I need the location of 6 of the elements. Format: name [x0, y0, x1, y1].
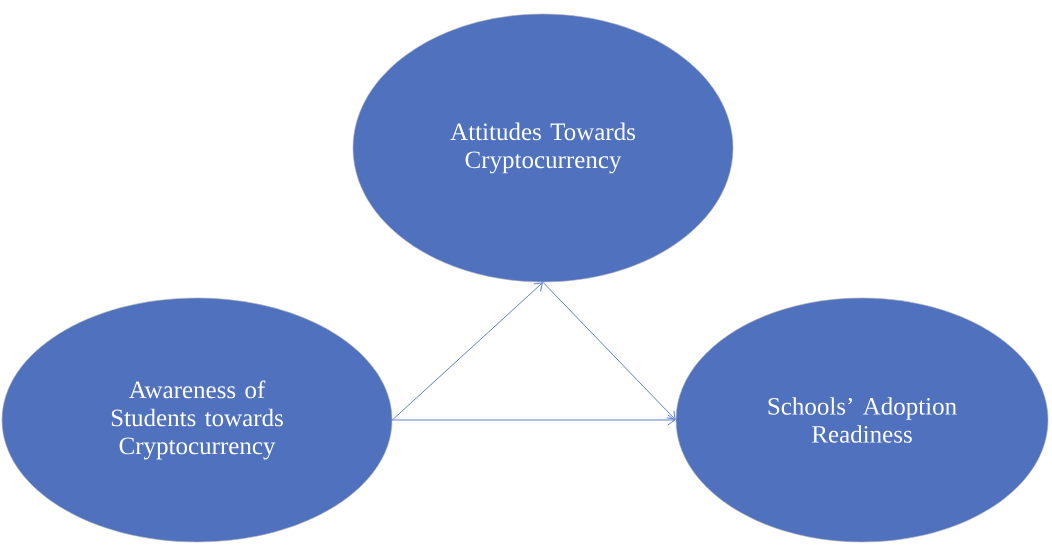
arrow [391, 282, 543, 421]
ellipse-node: Schools’ Adoption Readiness [675, 297, 1049, 543]
arrow [391, 414, 676, 426]
arrow [542, 281, 676, 420]
ellipse-node: Attitudes Towards Cryptocurrency [352, 13, 734, 283]
ellipse-node: Awareness of Students towards Cryptocurrency [1, 297, 393, 543]
